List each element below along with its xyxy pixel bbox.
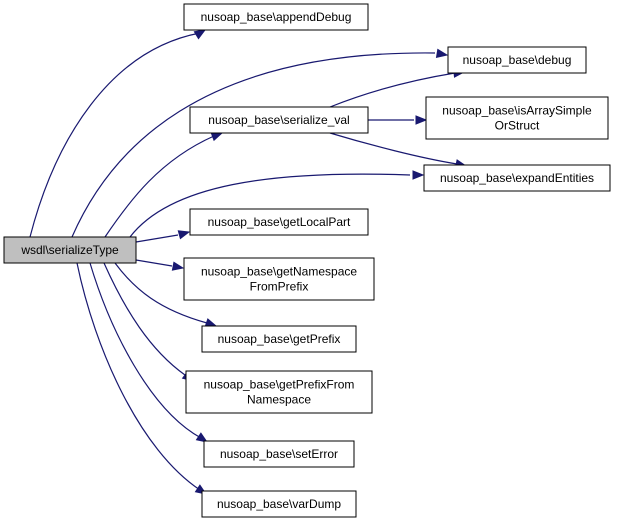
edge-root-to-set-error [89, 262, 209, 443]
edge-root-to-append-debug [29, 29, 207, 238]
node-get-local-part[interactable]: nusoap_base\getLocalPart [189, 208, 369, 236]
edge-line [135, 259, 173, 267]
nodes-layer: wsdl\serializeType nusoap_base\appendDebu… [3, 3, 611, 518]
node-label: nusoap_base\varDump [217, 497, 341, 511]
node-get-prefix[interactable]: nusoap_base\getPrefix [201, 325, 357, 353]
node-label: nusoap_base\expandEntities [440, 171, 594, 185]
node-box[interactable] [189, 208, 369, 236]
edge-root-to-debug [71, 48, 449, 238]
arrowhead-icon [177, 230, 191, 240]
node-debug[interactable]: nusoap_base\debug [447, 46, 587, 74]
node-label: FromPrefix [250, 280, 309, 294]
edge-line [76, 262, 201, 491]
node-var-dump[interactable]: nusoap_base\varDump [201, 490, 357, 518]
edge-line [71, 52, 436, 238]
edge-root-to-expand-entities [129, 170, 425, 238]
node-box[interactable] [183, 3, 369, 31]
node-label: nusoap_base\serialize_val [208, 113, 349, 127]
edges-layer [29, 29, 468, 495]
arrowhead-icon [435, 48, 449, 58]
node-label: nusoap_base\isArraySimple [442, 104, 592, 118]
node-label: nusoap_base\setError [220, 447, 338, 461]
arrowhead-icon [412, 170, 425, 180]
edge-root-to-get-namespace-from-prefix [135, 259, 185, 271]
edge-serialize-val-to-is-array-simple [368, 115, 428, 125]
node-expand-entities[interactable]: nusoap_base\expandEntities [423, 164, 611, 192]
node-label: nusoap_base\appendDebug [201, 10, 352, 24]
node-label: wsdl\serializeType [20, 243, 119, 257]
node-box[interactable] [201, 325, 357, 353]
node-box[interactable] [183, 257, 375, 301]
arrowhead-icon [195, 432, 209, 443]
node-label: nusoap_base\getNamespace [201, 265, 357, 279]
node-root[interactable]: wsdl\serializeType [3, 236, 137, 264]
node-label: OrStruct [495, 119, 540, 133]
node-box[interactable] [201, 490, 357, 518]
edge-line [103, 262, 186, 376]
edge-line [329, 132, 458, 165]
arrowhead-icon [193, 29, 207, 40]
node-box[interactable] [425, 96, 609, 140]
node-append-debug[interactable]: nusoap_base\appendDebug [183, 3, 369, 31]
node-serialize-val[interactable]: nusoap_base\serialize_val [189, 106, 369, 134]
node-box[interactable] [447, 46, 587, 74]
edge-line [135, 234, 179, 243]
edge-root-to-get-prefix-from-namespace [103, 262, 195, 382]
node-box[interactable] [189, 106, 369, 134]
edge-line [104, 135, 215, 238]
node-box[interactable] [185, 370, 373, 414]
edge-line [129, 173, 411, 238]
node-label: nusoap_base\getPrefix [218, 332, 341, 346]
node-set-error[interactable]: nusoap_base\setError [203, 440, 355, 468]
arrowhead-icon [415, 115, 428, 125]
arrowhead-icon [210, 132, 224, 142]
node-label: nusoap_base\debug [463, 53, 572, 67]
arrowhead-icon [204, 318, 218, 328]
node-box[interactable] [3, 236, 137, 264]
edge-line [329, 72, 456, 108]
edge-line [29, 32, 201, 238]
edge-line [89, 262, 202, 439]
node-label: nusoap_base\getPrefixFrom [204, 378, 355, 392]
node-box[interactable] [423, 164, 611, 192]
node-label: nusoap_base\getLocalPart [208, 215, 351, 229]
edge-root-to-get-local-part [135, 230, 191, 243]
edge-line [114, 262, 208, 324]
node-box[interactable] [203, 440, 355, 468]
arrowhead-icon [171, 261, 185, 271]
node-label: Namespace [247, 393, 311, 407]
